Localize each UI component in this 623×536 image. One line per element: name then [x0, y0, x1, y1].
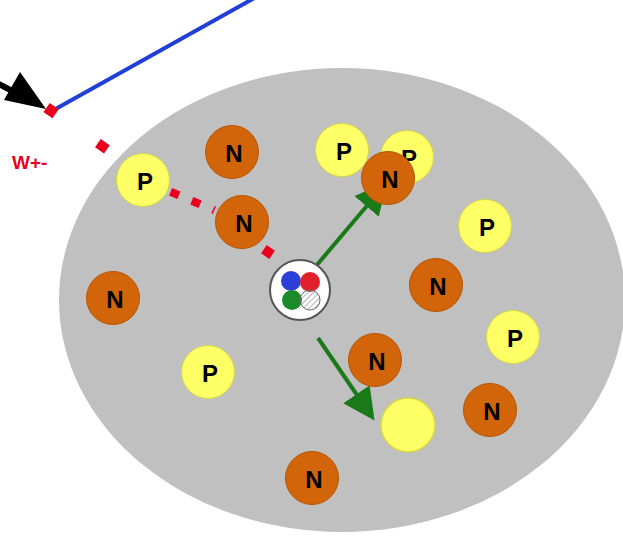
neutron: N [215, 195, 269, 249]
proton: P [315, 123, 369, 177]
quark-cluster [270, 260, 330, 320]
nucleon-label: P [475, 210, 495, 242]
neutron: N [205, 125, 259, 179]
nucleon-label: N [425, 269, 446, 301]
quark [281, 271, 301, 291]
neutron: N [409, 258, 463, 312]
proton: P [116, 153, 170, 207]
nucleon-label: P [332, 134, 352, 166]
nucleon-label: N [102, 282, 123, 314]
w-dash [261, 245, 275, 259]
neutron: N [348, 333, 402, 387]
w-dash [95, 139, 110, 154]
nucleon-label: N [301, 462, 322, 494]
nucleon-label: N [479, 394, 500, 426]
nucleon-label: N [221, 136, 242, 168]
neutron: N [463, 383, 517, 437]
w-boson-line [171, 192, 215, 211]
nucleon-label: N [231, 206, 252, 238]
vertex-dot [43, 103, 58, 118]
nucleus [59, 68, 623, 532]
quark [282, 290, 302, 310]
nucleon-label: P [198, 356, 218, 388]
nucleon-label: P [503, 321, 523, 353]
quark [300, 290, 320, 310]
nucleon-label: N [377, 162, 398, 194]
boson-label: W+- [12, 152, 47, 174]
neutron: N [361, 151, 415, 205]
empty-proton [381, 398, 435, 452]
neutron: N [285, 451, 339, 505]
nucleon-label: P [133, 164, 153, 196]
proton: P [181, 345, 235, 399]
proton: P [458, 199, 512, 253]
quark [300, 272, 320, 292]
neutron: N [86, 271, 140, 325]
nucleon-label: N [364, 344, 385, 376]
incoming-arrowhead [4, 72, 46, 109]
proton: P [486, 310, 540, 364]
lepton-line [52, 0, 258, 111]
